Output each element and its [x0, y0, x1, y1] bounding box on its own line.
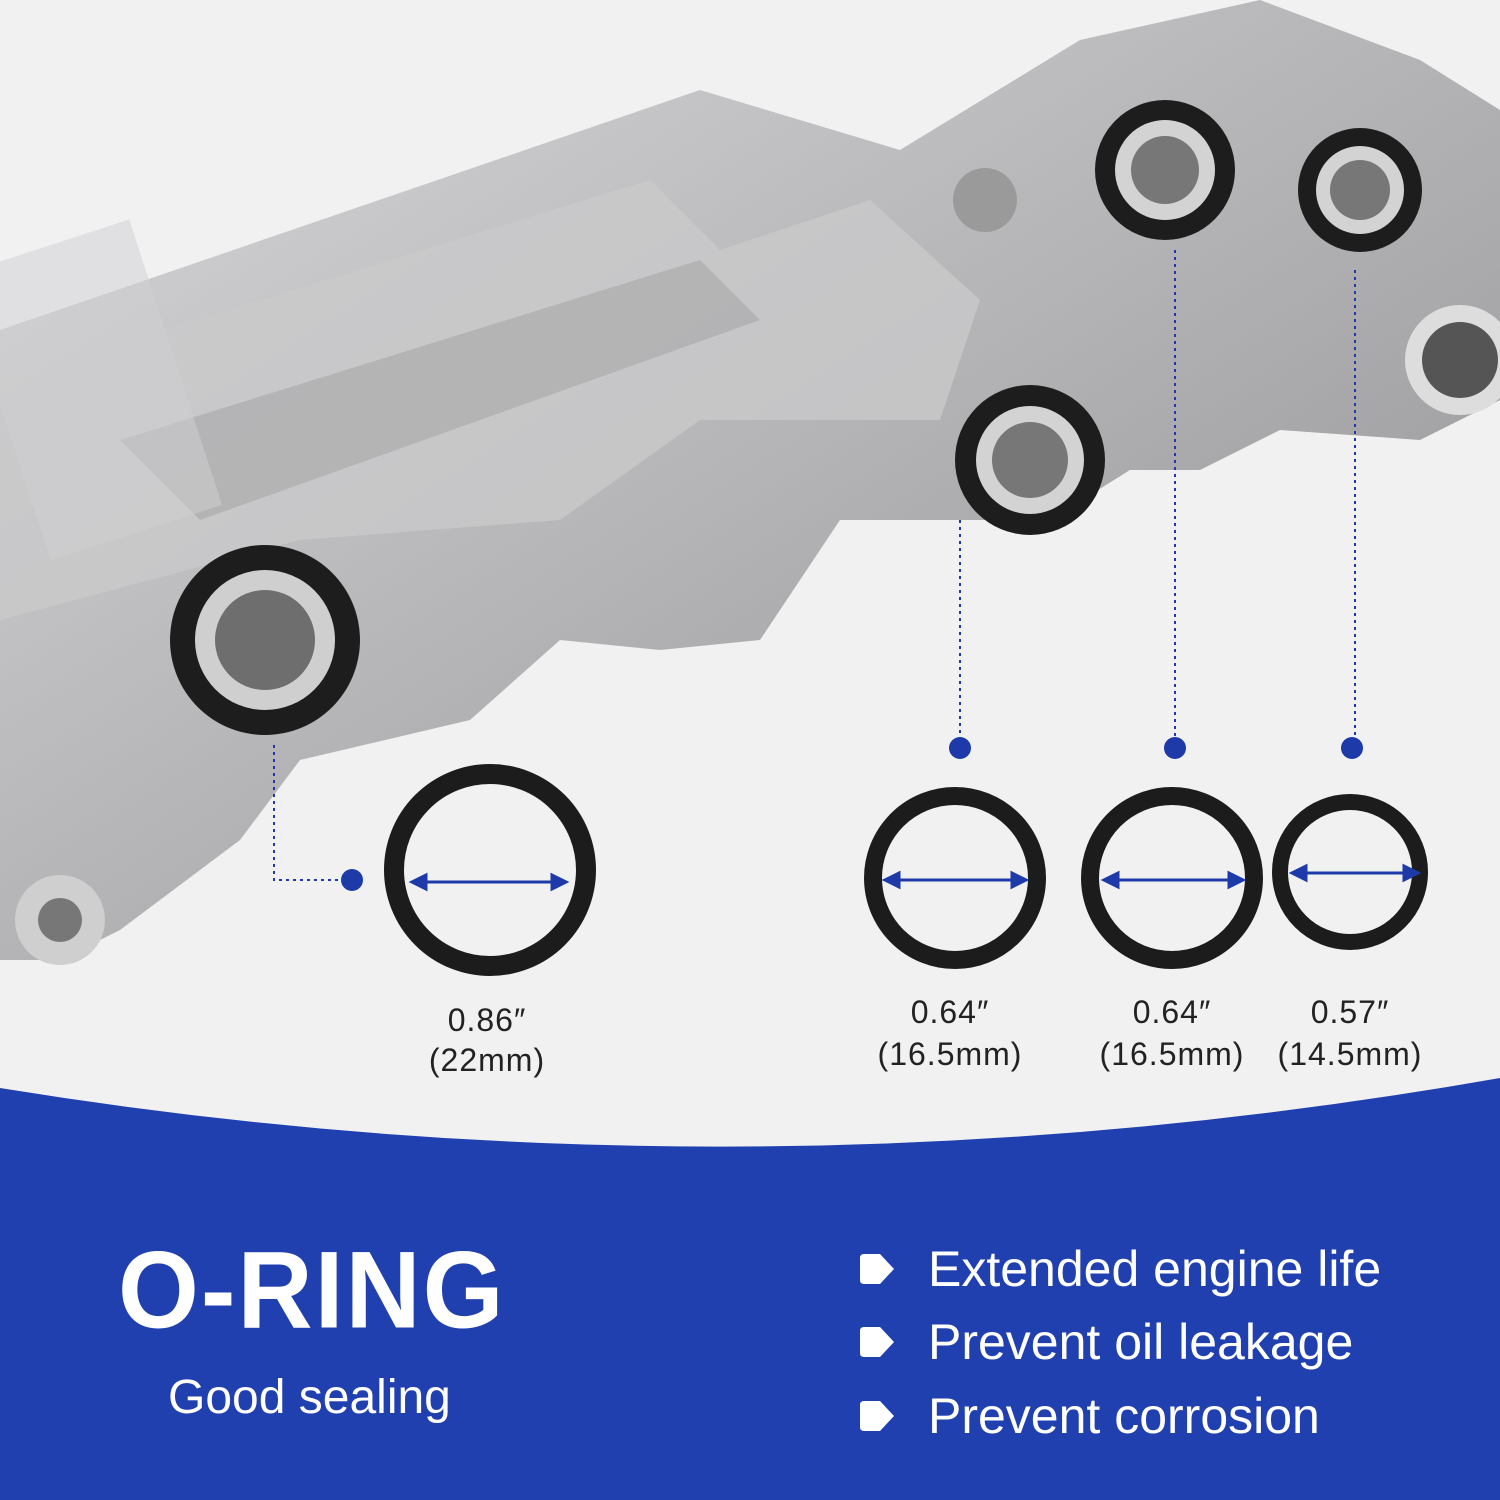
blue-banner: [0, 1078, 1500, 1500]
feature-text: Prevent corrosion: [928, 1388, 1320, 1444]
o-rings: [384, 764, 1428, 976]
ring-2-size-inch: 0.64″: [910, 994, 990, 1030]
diameter-arrows: [408, 863, 1422, 892]
ring-1-size-mm: (22mm): [428, 1042, 546, 1078]
feature-item: Prevent oil leakage: [860, 1313, 1353, 1371]
arrow-right-icon: [860, 1327, 894, 1357]
callout-dots: [341, 737, 1363, 891]
feature-item: Extended engine life: [860, 1240, 1381, 1298]
product-subtitle: Good sealing: [168, 1371, 451, 1424]
product-title: O-RING: [118, 1230, 506, 1352]
housing-ports: [15, 100, 1500, 965]
feature-item: Prevent corrosion: [860, 1387, 1320, 1445]
ring-4-size-inch: 0.57″: [1310, 994, 1390, 1030]
oil-filter-housing: [0, 0, 1500, 960]
feature-text: Prevent oil leakage: [928, 1314, 1354, 1370]
ring-3-size-inch: 0.64″: [1132, 994, 1212, 1030]
ring-4-size-mm: (14.5mm): [1277, 1036, 1423, 1072]
feature-text: Extended engine life: [928, 1241, 1382, 1297]
ring-1-size-inch: 0.86″: [447, 1002, 527, 1038]
ring-2-size-mm: (16.5mm): [877, 1036, 1023, 1072]
arrow-right-icon: [860, 1254, 894, 1284]
callout-lines: [273, 250, 1356, 881]
arrow-right-icon: [860, 1401, 894, 1431]
ring-3-size-mm: (16.5mm): [1099, 1036, 1245, 1072]
